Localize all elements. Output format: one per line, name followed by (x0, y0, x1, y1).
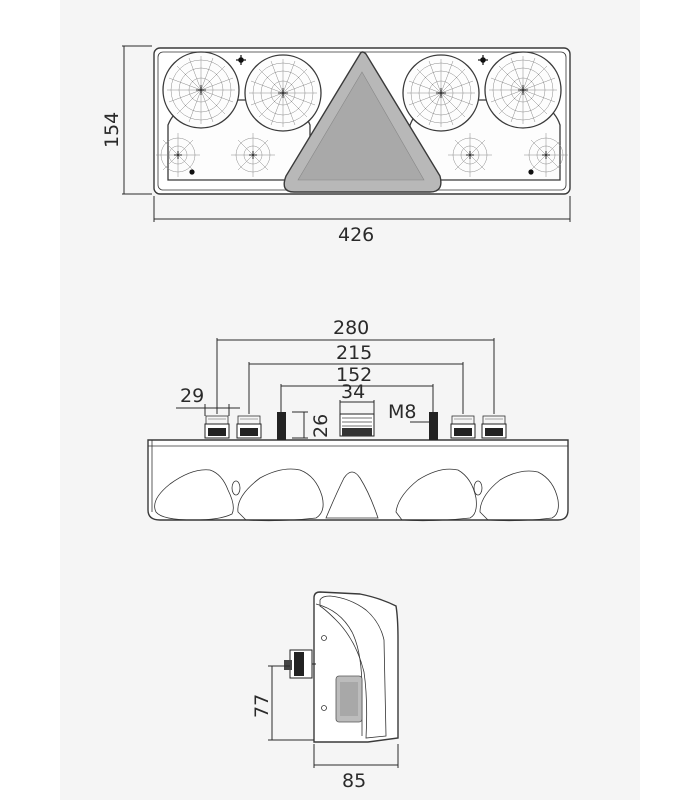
connector-1 (204, 415, 230, 439)
lens-top-4 (484, 51, 562, 129)
dome-center (325, 471, 379, 519)
pin-width-label: 29 (180, 385, 204, 407)
dome-2 (237, 468, 324, 522)
top-housing (147, 439, 569, 521)
width-dimension-label: 426 (338, 224, 374, 246)
spacing-152-label: 152 (336, 364, 372, 386)
side-screw-bottom (321, 705, 327, 711)
dome-3 (395, 468, 477, 522)
spacing-215-label: 215 (336, 342, 372, 364)
connector-width-label: 34 (341, 381, 365, 403)
connector-6 (481, 415, 507, 439)
screw-marks (189, 55, 534, 175)
side-lens-curve (319, 595, 387, 739)
stud-left (277, 412, 286, 440)
mount-height-label: 77 (251, 694, 273, 718)
spacing-280-label: 280 (333, 317, 369, 339)
side-screw-top (321, 635, 327, 641)
lens-top-2 (244, 54, 322, 132)
height-dimension-label: 154 (101, 112, 123, 148)
connector-5 (450, 415, 476, 439)
top-view: 280 215 152 34 29 26 M8 (147, 317, 569, 522)
side-housing (313, 591, 399, 743)
connector-2 (236, 415, 262, 439)
lens-top-1 (162, 51, 240, 129)
thread-label: M8 (388, 401, 416, 423)
lens-top-3 (402, 54, 480, 132)
dome-1 (154, 469, 234, 521)
dome-4 (479, 470, 559, 522)
front-view: 154 426 (101, 45, 571, 246)
stud-right (429, 412, 438, 440)
triangle-reflector-inner (297, 71, 425, 181)
side-connector (284, 649, 316, 679)
side-view: 77 85 (251, 591, 399, 792)
depth-label: 85 (342, 770, 366, 792)
pin-height-label: 26 (310, 414, 332, 438)
center-connector (339, 413, 375, 437)
